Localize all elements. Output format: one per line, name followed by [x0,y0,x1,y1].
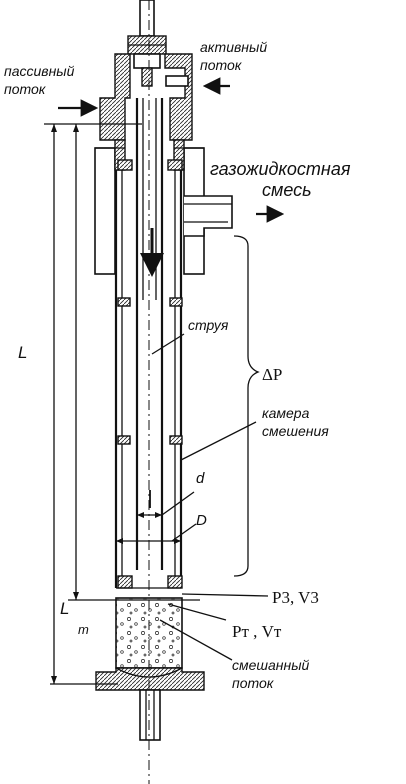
p3-v3-label: P3, V3 [272,588,319,607]
dimension-Lt [68,124,200,601]
L-label: L [18,343,27,362]
mixing-chamber-label-line2: смешения [262,423,329,439]
Lt-label-sub: т [78,622,89,637]
Lt-label-main: L [60,599,69,618]
mixed-flow-label-line2: поток [232,675,275,691]
dimension-d-D [116,490,197,544]
mixed-flow-label-line1: смешанный [232,657,310,673]
delta-p-brace [233,235,260,577]
gas-liquid-mixture-label-line1: газожидкостная [210,159,351,179]
gas-liquid-mixture-label-line2: смесь [262,180,312,200]
passive-flow-label-line2: поток [4,81,47,97]
pt-vt-label: Pт , Vт [232,622,282,641]
flow-arrows [58,77,285,277]
delta-p-label: ΔP [262,365,282,384]
jet-label: струя [188,317,229,333]
head-body [99,53,193,141]
mixing-chamber [114,159,183,589]
leader-lines [151,333,269,661]
active-flow-label-line1: активный [200,39,267,55]
side-outlet-pipe [184,195,233,237]
lower-section [95,597,205,741]
dimension-L [44,123,142,685]
D-label: D [196,512,207,529]
active-flow-label-line2: поток [200,57,243,73]
passive-flow-label-line1: пассивный [4,63,75,79]
top-spindle [127,0,167,87]
mixing-chamber-label-line1: камера [262,405,310,421]
d-label: d [196,470,205,487]
